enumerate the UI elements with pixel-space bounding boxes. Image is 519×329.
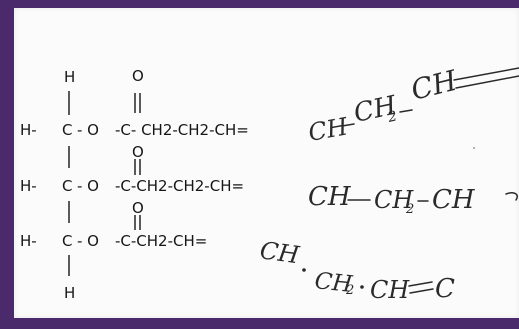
row-1-hand-bond-1	[341, 123, 355, 127]
row-3-hand-double-b	[409, 288, 434, 294]
row-1-hand-bond-2	[399, 109, 413, 113]
row-3-ester-oxygen: - O	[77, 232, 99, 250]
row-1-handwritten-ch-1: CH	[306, 112, 351, 147]
row-1-hand-double-b	[455, 75, 519, 89]
row-1: H- C - O O -C- CH2-CH2-CH= CH CH 2 CH	[20, 64, 519, 147]
row-3-printed-chain: -C-CH2-CH=	[115, 232, 207, 250]
row-2-left-hydrogen: H-	[20, 177, 37, 195]
row-3-handwritten-sub: 2	[345, 283, 354, 298]
paper-speck	[473, 147, 475, 149]
row-2-carbonyl-oxygen: O	[132, 143, 144, 161]
row-3-handwritten-ch-2: CH	[313, 268, 354, 298]
row-2-handwritten-ch-2: CH	[374, 186, 414, 214]
row-2-handwritten-sub: 2	[405, 202, 414, 217]
row-3-handwritten-ch-3: CH	[370, 276, 410, 304]
row-3-hand-dot-1	[302, 268, 306, 272]
row-3-carbon: C	[62, 232, 72, 250]
row-3-hand-double-a	[408, 281, 433, 287]
row-2-printed-chain: -C-CH2-CH2-CH=	[115, 177, 244, 195]
row-1-hand-double-a	[453, 67, 519, 81]
row-1-ester-oxygen: - O	[77, 121, 99, 139]
row-2-hand-trailing-stroke	[505, 192, 518, 201]
top-hydrogen: H	[64, 68, 75, 86]
row-1-handwritten-sub: 2	[386, 108, 399, 126]
row-2-handwritten-ch-1: CH	[308, 182, 352, 212]
row-2: H- C - O O -C-CH2-CH2-CH= CH CH 2 CH	[20, 143, 518, 217]
row-3-left-hydrogen: H-	[20, 232, 37, 250]
row-3-carbonyl-oxygen: O	[132, 199, 144, 217]
row-2-ester-oxygen: - O	[77, 177, 99, 195]
row-3-handwritten-ch-1: CH	[258, 236, 302, 269]
row-3-handwritten-c: C	[435, 274, 455, 304]
row-2-carbon: C	[62, 177, 72, 195]
row-3-hand-dot-2	[360, 285, 364, 289]
row-1-left-hydrogen: H-	[20, 121, 37, 139]
structure-diagram: H H- C - O O -C- CH2-CH2-CH= CH CH 2 CH	[20, 64, 519, 304]
row-1-printed-chain: -C- CH2-CH2-CH=	[115, 121, 249, 139]
bottom-hydrogen: H	[64, 284, 75, 302]
row-2-handwritten-ch-3: CH	[432, 185, 476, 215]
row-3: H- C - O O -C-CH2-CH= CH CH 2 CH C	[20, 199, 455, 304]
paper-sheet: H H- C - O O -C- CH2-CH2-CH= CH CH 2 CH	[14, 8, 519, 318]
row-1-carbonyl-oxygen: O	[132, 67, 144, 85]
row-1-carbon: C	[62, 121, 72, 139]
row-1-handwritten-ch-3: CH	[408, 64, 461, 107]
